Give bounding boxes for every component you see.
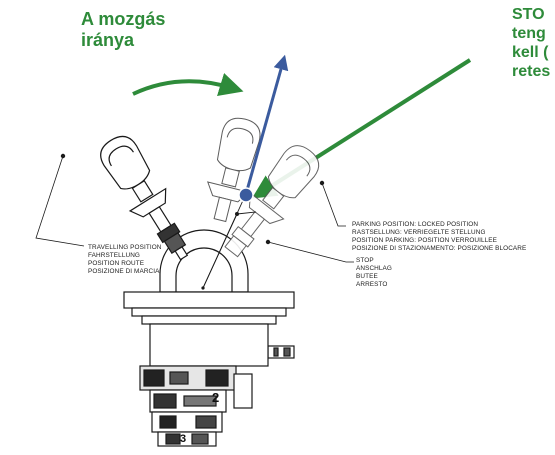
- leader-lines: [35, 155, 354, 263]
- annotation-travelling-line-3: POSITION ROUTE: [88, 260, 144, 267]
- direction-label-line-2: iránya: [81, 30, 135, 50]
- annotation-stop-line-4: ARRESTO: [356, 281, 387, 288]
- annotation-travelling: TRAVELLING POSITION FAHRSTELLUNG POSITIO…: [88, 244, 162, 275]
- lever-stop: [206, 117, 261, 223]
- stop-label-line-4: retes: [512, 63, 551, 80]
- lower-housing: [139, 323, 269, 447]
- leader-dot-stop: [265, 239, 271, 245]
- stop-label-line-3: kell (: [512, 44, 549, 61]
- blue-direction-arrow: [244, 54, 289, 195]
- part-number-2: 2: [212, 390, 219, 405]
- direction-label-line-1: A mozgás: [81, 9, 166, 29]
- annotation-stop: STOP ANSCHLAG BUTEE ARRESTO: [356, 257, 392, 288]
- stop-label-line-1: STO: [512, 6, 545, 23]
- movement-arrow: [132, 73, 244, 96]
- stop-label: STO teng kell ( retes: [512, 5, 550, 81]
- annotation-travelling-line-2: FAHRSTELLUNG: [88, 252, 140, 259]
- direction-label: A mozgás iránya: [81, 9, 165, 51]
- stop-point-marker: [238, 187, 254, 203]
- pivot-point: [201, 286, 205, 290]
- leader-dot-parking: [319, 180, 325, 186]
- lever-parking: [224, 145, 320, 258]
- geometry-lines: [202, 195, 257, 289]
- part-number-3: 3: [180, 433, 186, 445]
- annotation-stop-line-3: BUTEE: [356, 273, 378, 280]
- annotation-travelling-line-4: POSIZIONE DI MARCIA: [88, 268, 160, 275]
- annotation-stop-line-2: ANSCHLAG: [356, 265, 392, 272]
- annotation-parking-line-2: RASTSELLUNG: VERRIEGELTE STELLUNG: [352, 229, 486, 236]
- stop-reference-dot: [235, 212, 239, 216]
- annotation-stop-line-1: STOP: [356, 257, 374, 264]
- annotation-parking: PARKING POSITION: LOCKED POSITION RASTSE…: [352, 221, 526, 252]
- annotation-parking-line-4: POSIZIONE DI STAZIONAMENTO: POSIZIONE BL…: [352, 245, 526, 252]
- annotation-travelling-line-1: TRAVELLING POSITION: [88, 244, 162, 251]
- annotation-parking-line-3: POSITION PARKING: POSITION VERROUILLEE: [352, 237, 497, 244]
- stop-label-line-2: teng: [512, 25, 546, 42]
- leader-dot-travelling: [60, 153, 66, 159]
- lever-travelling: [100, 135, 189, 261]
- annotation-parking-line-1: PARKING POSITION: LOCKED POSITION: [352, 221, 478, 228]
